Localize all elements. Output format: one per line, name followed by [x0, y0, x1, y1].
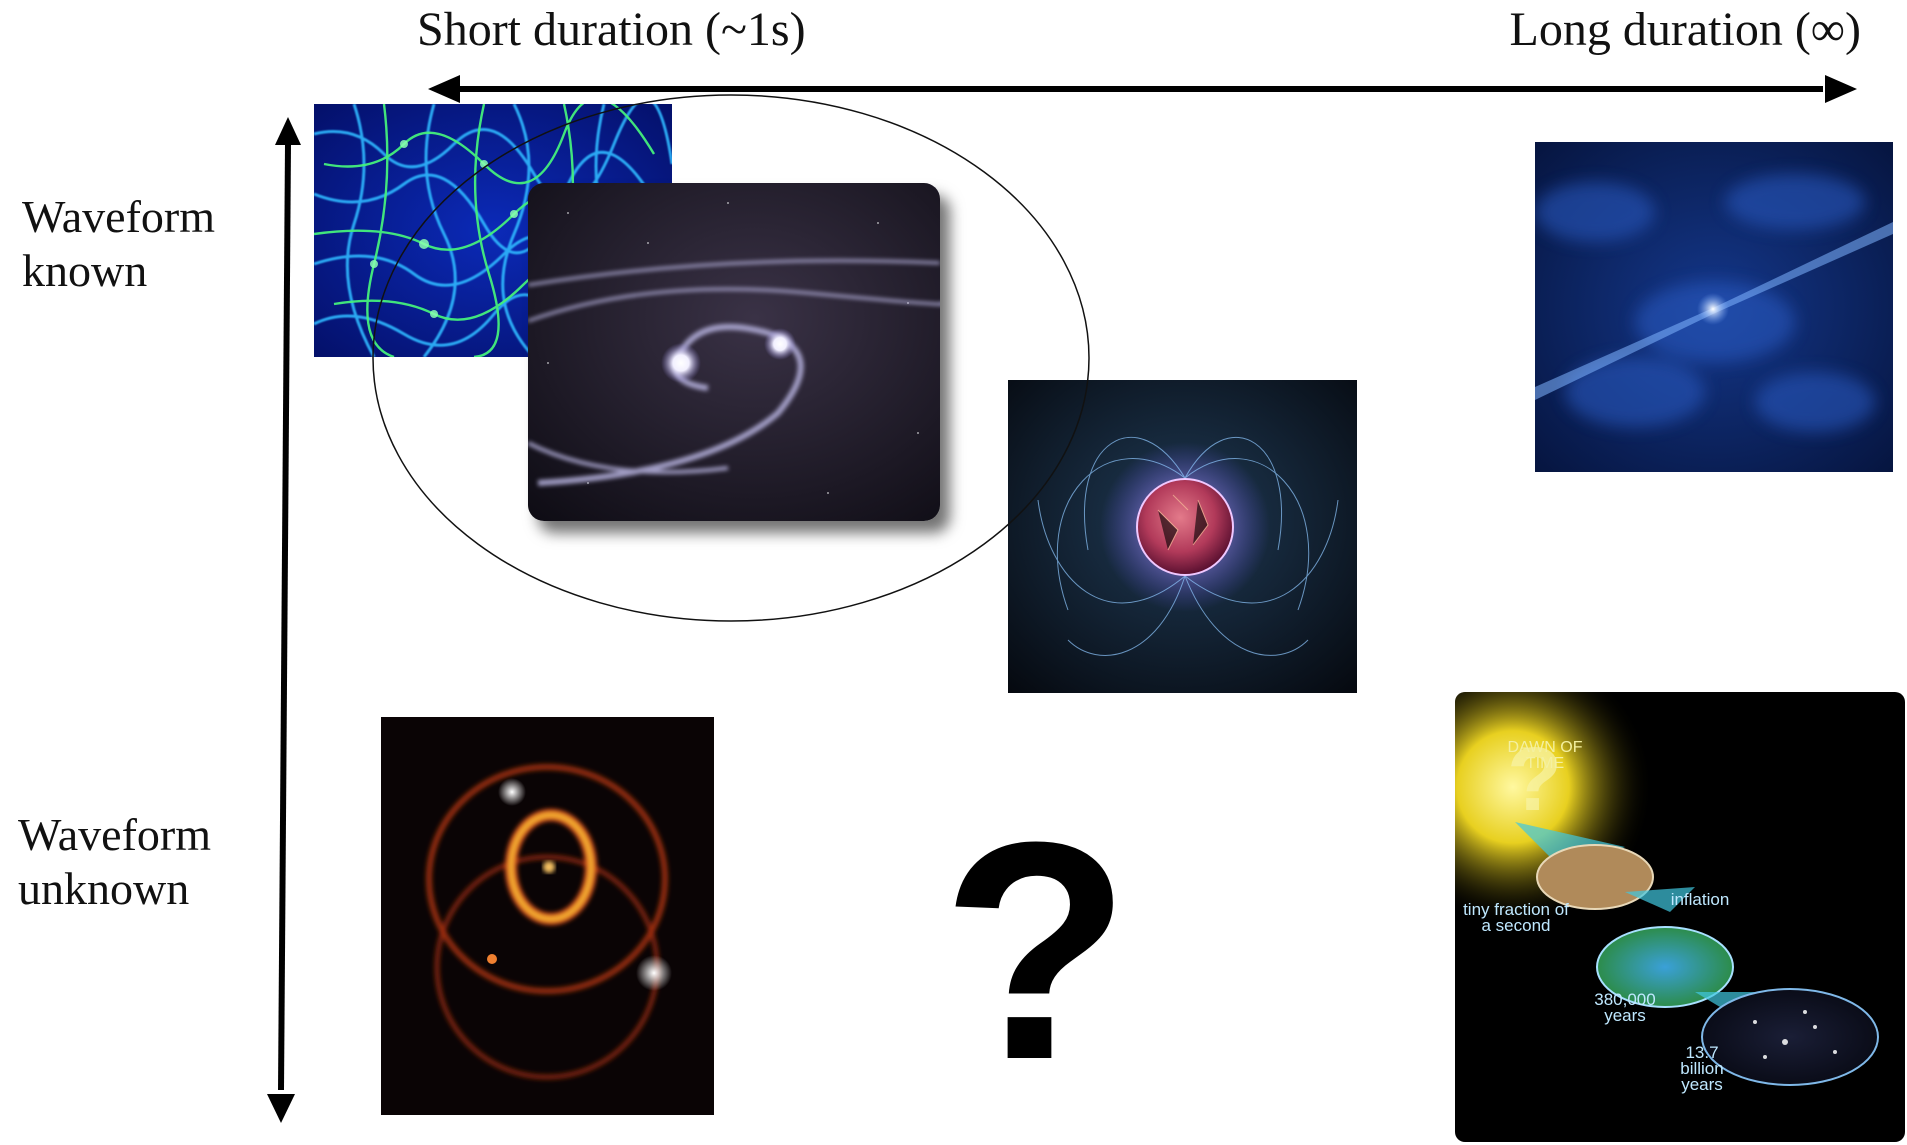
waveform-unknown-label: Waveform unknown [18, 809, 211, 914]
pulsar-beam-image [1535, 142, 1893, 472]
supernova-rings-image [381, 717, 714, 1115]
waveform-known-label: Waveform known [22, 191, 215, 296]
svg-text:?: ? [1507, 730, 1562, 830]
years-380000-caption: 380,000 years [1594, 990, 1656, 1025]
question-mark-image: ? [920, 820, 1152, 1076]
tiny-fraction-caption: tiny fraction of a second [1463, 900, 1569, 935]
short-duration-label: Short duration (~1s) [417, 3, 806, 56]
duration-axis-arrow [428, 75, 1857, 103]
billion-years-caption: 13.7 billion years [1680, 1043, 1724, 1094]
question-mark-glyph: ? [941, 820, 1130, 1076]
cosmic-history-image: ? DAWN OF TIME tiny fraction of a second… [1455, 692, 1905, 1142]
inflation-caption: inflation [1670, 890, 1730, 909]
long-duration-label: Long duration (∞) [1509, 3, 1861, 56]
magnetar-image [1008, 380, 1357, 693]
waveform-axis-arrow [267, 117, 301, 1123]
binary-inspiral-image [528, 183, 940, 521]
dawn-of-time-caption: DAWN OF TIME [1507, 739, 1583, 772]
